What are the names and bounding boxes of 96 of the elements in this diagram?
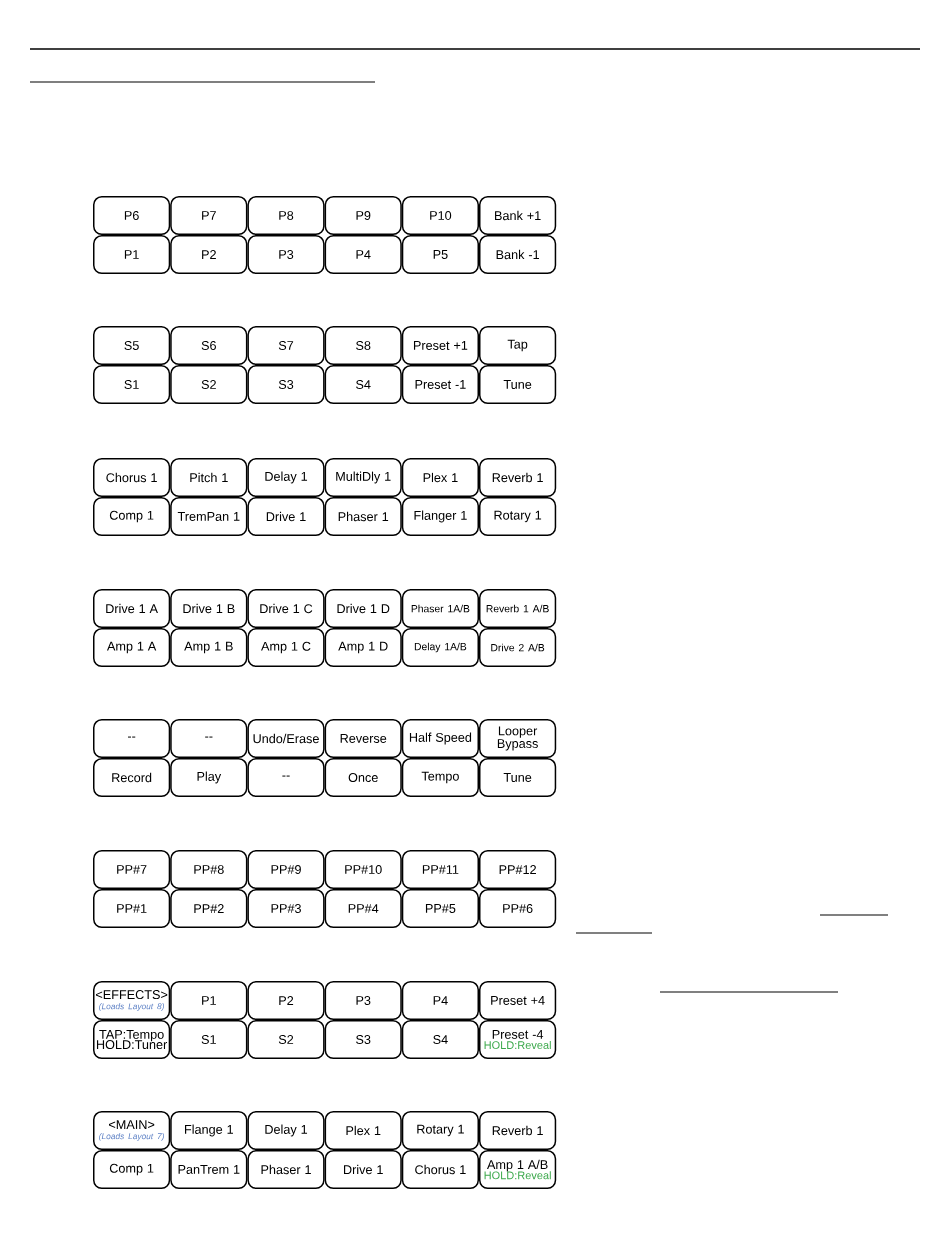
footswitch-button: Reverb 1 A/B	[479, 589, 557, 628]
footswitch-button: PP#6	[479, 889, 557, 928]
footswitch-button: Chorus 1	[93, 458, 171, 497]
footswitch-button: --	[93, 719, 171, 758]
footswitch-button: Flange 1	[170, 1111, 248, 1150]
footswitch-button: Comp 1	[93, 497, 171, 536]
footswitch-button: P10	[401, 196, 479, 235]
footswitch-button: Record	[93, 758, 171, 797]
footswitch-button: Reverb 1	[479, 1111, 557, 1150]
footswitch-button: PanTrem 1	[170, 1150, 248, 1189]
footswitch-button: PP#12	[479, 850, 557, 889]
footswitch-button: <EFFECTS> (Loads Layout 8)	[93, 981, 171, 1020]
footswitch-button: S4	[324, 365, 402, 404]
footswitch-button: S6	[170, 326, 248, 365]
footswitch-button: Phaser 1A/B	[401, 589, 479, 628]
footswitch-button: Drive 1 D	[324, 589, 402, 628]
footswitch-button: P8	[247, 196, 325, 235]
footswitch-button: Drive 1 B	[170, 589, 248, 628]
footswitch-button: Pitch 1	[170, 458, 248, 497]
footswitch-button: Looper Bypass	[479, 719, 557, 758]
footswitch-button: Tune	[479, 365, 557, 404]
footswitch-button: P7	[170, 196, 248, 235]
footswitch-button: S5	[93, 326, 171, 365]
footswitch-button: PP#3	[247, 889, 325, 928]
footswitch-button: Tempo	[401, 758, 479, 797]
footswitch-button: P3	[324, 981, 402, 1020]
footswitch-button: Phaser 1	[324, 497, 402, 536]
footswitch-button: PP#2	[170, 889, 248, 928]
footswitch-button: Amp 1 D	[324, 628, 402, 667]
footswitch-button: S1	[93, 365, 171, 404]
footswitch-button: Drive 1 C	[247, 589, 325, 628]
footswitch-button: Plex 1	[324, 1111, 402, 1150]
footswitch-button: PP#10	[324, 850, 402, 889]
footswitch-button: P4	[401, 981, 479, 1020]
footswitch-button: Drive 1	[247, 497, 325, 536]
footswitch-button: S3	[324, 1020, 402, 1059]
footswitch-button: P6	[93, 196, 171, 235]
footswitch-button: Delay 1	[247, 1111, 325, 1150]
footswitch-button: P5	[401, 235, 479, 274]
footswitch-button: Play	[170, 758, 248, 797]
footswitch-button: Half Speed	[401, 719, 479, 758]
footswitch-button: S3	[247, 365, 325, 404]
footswitch-button: Drive 1 A	[93, 589, 171, 628]
footswitch-button: Undo/Erase	[247, 719, 325, 758]
footswitch-button: S2	[247, 1020, 325, 1059]
footswitch-button: Reverse	[324, 719, 402, 758]
footswitch-button: TremPan 1	[170, 497, 248, 536]
footswitch-button: PP#11	[401, 850, 479, 889]
footswitch-button: S1	[170, 1020, 248, 1059]
footswitch-button: P2	[170, 235, 248, 274]
footswitch-button: PP#7	[93, 850, 171, 889]
footswitch-button: P3	[247, 235, 325, 274]
footswitch-button: P2	[247, 981, 325, 1020]
footswitch-button: Reverb 1	[479, 458, 557, 497]
footswitch-button: Tune	[479, 758, 557, 797]
footswitch-button: Chorus 1	[401, 1150, 479, 1189]
footswitch-button: Delay 1	[247, 458, 325, 497]
footswitch-button: Phaser 1	[247, 1150, 325, 1189]
footswitch-button: Tap	[479, 326, 557, 365]
footswitch-button: TAP:Tempo HOLD:Tuner	[93, 1020, 171, 1059]
footswitch-button: Amp 1 A/B HOLD:Reveal	[479, 1150, 557, 1189]
footswitch-button: Preset +4	[479, 981, 557, 1020]
footswitch-button: Plex 1	[401, 458, 479, 497]
footswitch-button: P1	[93, 235, 171, 274]
footswitch-button: S8	[324, 326, 402, 365]
footswitch-button: Preset +1	[401, 326, 479, 365]
footswitch-button: --	[170, 719, 248, 758]
footswitch-button: Bank +1	[479, 196, 557, 235]
footswitch-button: PP#8	[170, 850, 248, 889]
footswitch-button: PP#5	[401, 889, 479, 928]
footswitch-button: Drive 2 A/B	[479, 628, 557, 667]
footswitch-button: PP#1	[93, 889, 171, 928]
footswitch-button: Once	[324, 758, 402, 797]
footswitch-button: Delay 1A/B	[401, 628, 479, 667]
footswitch-button: --	[247, 758, 325, 797]
footswitch-button: MultiDly 1	[324, 458, 402, 497]
footswitch-button: S4	[401, 1020, 479, 1059]
footswitch-button: Preset -1	[401, 365, 479, 404]
footswitch-button: PP#4	[324, 889, 402, 928]
footswitch-button: Rotary 1	[479, 497, 557, 536]
footswitch-button: S7	[247, 326, 325, 365]
footswitch-button: P9	[324, 196, 402, 235]
footswitch-button: <MAIN> (Loads Layout 7)	[93, 1111, 171, 1150]
footswitch-button: Flanger 1	[401, 497, 479, 536]
footswitch-button: Amp 1 A	[93, 628, 171, 667]
footswitch-button: Amp 1 B	[170, 628, 248, 667]
footswitch-button: Drive 1	[324, 1150, 402, 1189]
footswitch-button: S2	[170, 365, 248, 404]
footswitch-button: Bank -1	[479, 235, 557, 274]
footswitch-button: P4	[324, 235, 402, 274]
footswitch-button: Preset -4 HOLD:Reveal	[479, 1020, 557, 1059]
footswitch-button: Rotary 1	[401, 1111, 479, 1150]
footswitch-button: Comp 1	[93, 1150, 171, 1189]
footswitch-button: P1	[170, 981, 248, 1020]
footswitch-button: Amp 1 C	[247, 628, 325, 667]
footswitch-button: PP#9	[247, 850, 325, 889]
